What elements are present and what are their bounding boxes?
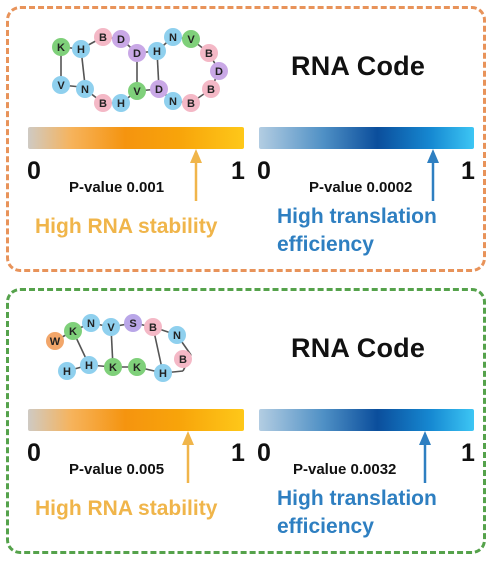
rna-node: B (187, 98, 195, 110)
rna-node: B (207, 84, 215, 96)
stability-scale-max: 1 (231, 439, 245, 467)
stability-marker-arrow (190, 149, 203, 201)
translation-colorbar (259, 127, 474, 149)
rna-node: V (187, 34, 195, 46)
rna-code-network-1: K H B D D H N V B D B B N D V H B N V (52, 28, 228, 112)
rna-code-title: RNA Code (291, 333, 426, 363)
rna-node: B (205, 48, 213, 60)
rna-node: N (169, 96, 177, 108)
rna-node: N (173, 330, 181, 342)
rna-node: K (57, 42, 65, 54)
rna-node: K (109, 362, 117, 374)
translation-colorbar (259, 409, 474, 431)
translation-scale-max: 1 (461, 157, 475, 185)
stability-scale-min: 0 (27, 157, 41, 185)
translation-label: High translation efficiency (277, 487, 437, 538)
stability-label: High RNA stability (35, 215, 218, 238)
translation-marker-arrow (427, 149, 440, 201)
rna-node: S (129, 318, 136, 330)
rna-node: B (99, 98, 107, 110)
rna-node: H (63, 366, 71, 378)
rna-node: H (117, 98, 125, 110)
rna-node: H (77, 44, 85, 56)
rna-node: V (133, 86, 141, 98)
rna-code-network-2: W K N V S B N B H K K H H (46, 314, 192, 382)
rna-node: H (153, 46, 161, 58)
rna-node: B (179, 354, 187, 366)
rna-code-title: RNA Code (291, 51, 426, 81)
rna-node: H (85, 360, 93, 372)
translation-scale-min: 0 (257, 157, 271, 185)
rna-node: V (107, 322, 115, 334)
rna-node: D (117, 34, 125, 46)
rna-node: K (133, 362, 141, 374)
rna-node: K (69, 326, 77, 338)
stability-scale-max: 1 (231, 157, 245, 185)
stability-pvalue: P-value 0.001 (69, 179, 165, 196)
translation-pvalue: P-value 0.0002 (309, 179, 413, 196)
translation-scale-min: 0 (257, 439, 271, 467)
stability-colorbar (28, 409, 244, 431)
translation-label: High translation efficiency (277, 205, 437, 256)
rna-node: V (57, 80, 65, 92)
rna-node: B (149, 322, 157, 334)
rna-node: W (50, 336, 61, 348)
rna-node: B (99, 32, 107, 44)
stability-marker-arrow (181, 431, 194, 483)
rna-node: H (159, 368, 167, 380)
rna-node: N (169, 32, 177, 44)
translation-pvalue: P-value 0.0032 (293, 461, 397, 478)
panel-rna-code-1: K H B D D H N V B D B B N D V H B N V RN… (6, 6, 486, 272)
rna-node: N (81, 84, 89, 96)
stability-pvalue: P-value 0.005 (69, 461, 165, 478)
rna-node: N (87, 318, 95, 330)
stability-colorbar (28, 127, 244, 149)
translation-marker-arrow (418, 431, 431, 483)
rna-node: D (155, 84, 163, 96)
stability-scale-min: 0 (27, 439, 41, 467)
stability-label: High RNA stability (35, 497, 218, 520)
rna-node: D (215, 66, 223, 78)
rna-node: D (133, 48, 141, 60)
panel-rna-code-2: W K N V S B N B H K K H H RNA Code 0 1 0… (6, 288, 486, 554)
translation-scale-max: 1 (461, 439, 475, 467)
